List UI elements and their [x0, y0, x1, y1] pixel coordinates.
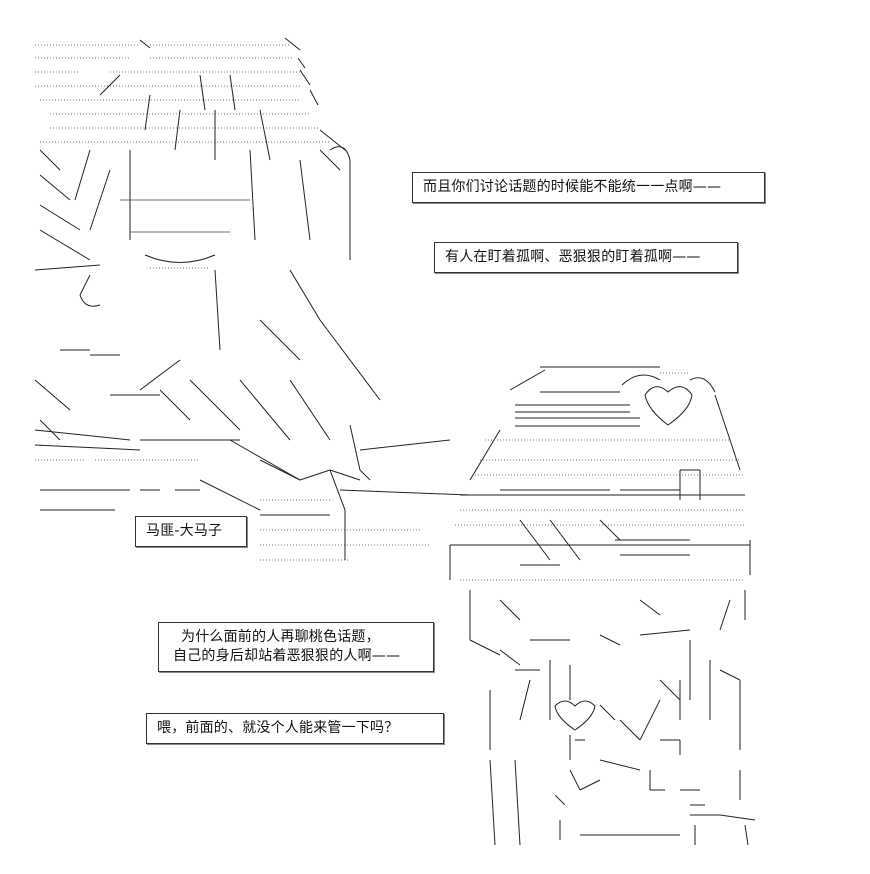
caption-anyone-help: 喂，前面的、就没个人能来管一下吗？	[146, 713, 444, 744]
right-character-art	[449, 366, 756, 846]
caption-line: 喂，前面的、就没个人能来管一下吗？	[157, 720, 399, 736]
caption-staring: 有人在盯着孤啊、恶狠狠的盯着孤啊——	[434, 242, 738, 273]
caption-peach-topic: 为什么面前的人再聊桃色话题， 自己的身后却站着恶狠狠的人啊——	[158, 622, 434, 672]
caption-character-name: 马匪-大马子	[135, 516, 247, 547]
left-character-art	[34, 37, 471, 561]
caption-line: 有人在盯着孤啊、恶狠狠的盯着孤啊——	[445, 249, 701, 265]
caption-line: 自己的身后却站着恶狠狠的人啊——	[173, 648, 401, 664]
caption-line: 马匪-大马子	[146, 523, 223, 539]
caption-unify-topic: 而且你们讨论话题的时候能不能统一一点啊——	[412, 172, 765, 203]
caption-line: 而且你们讨论话题的时候能不能统一一点啊——	[423, 179, 722, 195]
caption-line: 为什么面前的人再聊桃色话题，	[181, 629, 380, 645]
